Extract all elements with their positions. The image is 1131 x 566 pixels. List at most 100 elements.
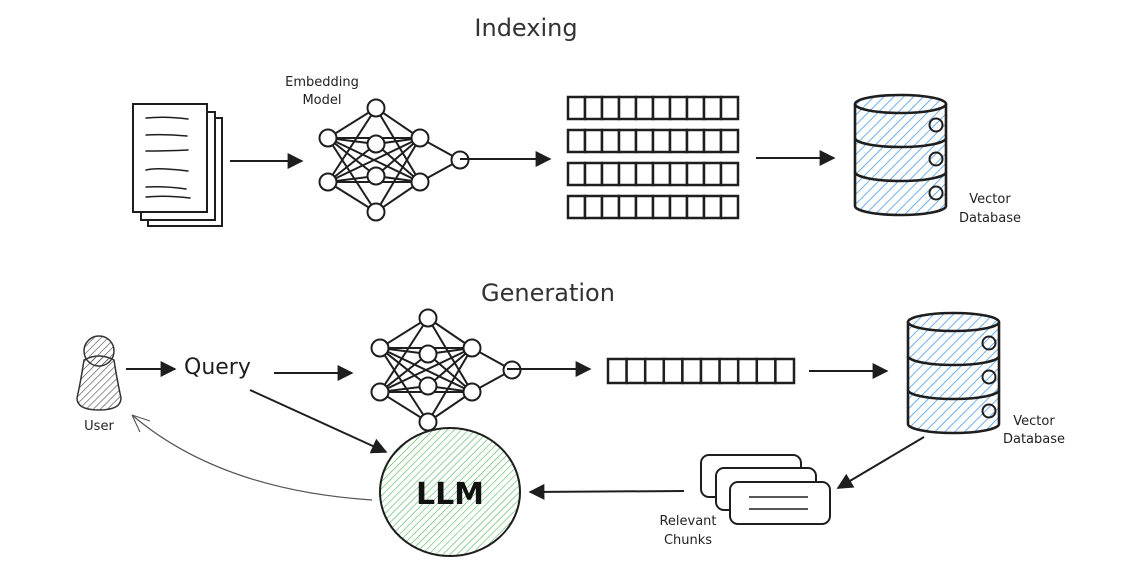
db-indicator	[928, 151, 944, 167]
nn-edge	[375, 107, 421, 183]
db-divider	[906, 389, 1001, 401]
vector-db-label-1: Vector	[969, 192, 1011, 207]
nn-edge	[327, 137, 377, 177]
nn-edge	[375, 143, 421, 183]
nn-node	[418, 308, 438, 328]
nn-edge	[327, 143, 377, 183]
generation-title: Generation	[481, 279, 615, 307]
vector-db-label-2: Database	[959, 211, 1021, 226]
vector-cell	[583, 194, 604, 220]
llm-label: LLM	[416, 477, 484, 512]
vector-cell	[606, 357, 628, 385]
vector-cell	[651, 128, 672, 154]
vector-cell	[685, 95, 706, 121]
indexing-title: Indexing	[474, 14, 577, 42]
embedding-model-label-2: Model	[302, 93, 341, 108]
db-divider	[853, 137, 948, 149]
nn-node	[418, 344, 438, 364]
neural-network-icon	[370, 308, 522, 432]
nn-edge	[375, 137, 421, 213]
nn-edge	[327, 137, 377, 213]
db-indicator	[981, 403, 997, 419]
db-divider	[906, 355, 1001, 367]
vector-cell	[668, 161, 689, 187]
vector-cell	[685, 128, 706, 154]
db-indicator	[928, 185, 944, 201]
nn-node	[410, 128, 430, 148]
nn-node	[318, 128, 338, 148]
relevant-chunks-label-2: Chunks	[664, 533, 712, 548]
nn-node	[418, 412, 438, 432]
vector-cell	[702, 95, 723, 121]
vector-cell	[685, 161, 706, 187]
nn-edge	[327, 137, 421, 183]
nn-edge	[379, 353, 429, 393]
vector-cell	[702, 194, 723, 220]
llm-circle	[379, 427, 521, 557]
vector-cell	[617, 128, 638, 154]
nn-node	[418, 376, 438, 396]
db-divider	[853, 171, 948, 183]
embedding-model-label-1: Embedding	[285, 75, 359, 90]
arrow-chunks-to-llm	[528, 483, 685, 500]
vector-cell	[681, 357, 703, 385]
nn-edge	[375, 137, 421, 177]
vector-cell	[566, 128, 587, 154]
nn-node	[366, 166, 386, 186]
vector-cell	[617, 161, 638, 187]
vector-database-icon	[853, 93, 948, 217]
vector-cell	[702, 128, 723, 154]
nn-node	[366, 202, 386, 222]
vector-cell	[583, 128, 604, 154]
vector-cell	[600, 128, 621, 154]
vector-cell	[643, 357, 666, 385]
nn-node	[370, 382, 390, 402]
vector-cell	[583, 161, 604, 187]
db-body	[906, 311, 1001, 435]
vector-cell	[736, 357, 759, 385]
db-indicator	[981, 335, 997, 351]
vector-cell	[600, 161, 621, 187]
arrow-llm-to-user	[131, 414, 373, 501]
arrowhead-user	[131, 414, 151, 433]
nn-edge	[327, 107, 377, 183]
query-vector	[606, 357, 796, 385]
vector-cell	[699, 357, 721, 385]
vector-cell	[600, 95, 621, 121]
vector-cell	[719, 161, 740, 187]
vector-db-label-1: Vector	[1013, 414, 1055, 429]
vector-cell	[719, 95, 740, 121]
vector-cell	[600, 194, 621, 220]
vector-cell	[685, 194, 706, 220]
vector-cell	[617, 95, 638, 121]
db-top-rim	[906, 321, 1001, 333]
vector-cell	[662, 357, 684, 385]
nn-node	[462, 338, 482, 358]
arrow-query-to-llm	[249, 389, 388, 454]
nn-edge	[379, 347, 429, 423]
nn-edge	[379, 317, 429, 393]
nn-node	[462, 382, 482, 402]
vector-cell	[668, 194, 689, 220]
neural-network-icon	[318, 98, 470, 222]
db-indicator	[928, 117, 944, 133]
nn-node	[366, 134, 386, 154]
relevant-chunks-label-1: Relevant	[659, 514, 716, 529]
vector-cell	[702, 161, 723, 187]
vector-cell	[634, 161, 655, 187]
nn-node	[370, 338, 390, 358]
db-top-rim	[853, 103, 948, 115]
vector-cell	[774, 357, 796, 385]
nn-edge	[427, 353, 473, 393]
arrow-db-to-chunks	[836, 436, 925, 489]
nn-edge	[427, 347, 473, 387]
nn-edge	[427, 317, 473, 393]
vector-cell	[566, 194, 587, 220]
vector-cell	[625, 357, 647, 385]
vector-cell	[651, 161, 672, 187]
vector-cell	[668, 95, 689, 121]
vector-cell	[651, 95, 672, 121]
nn-edge	[379, 347, 429, 387]
vector-db-label-2: Database	[1003, 432, 1065, 447]
